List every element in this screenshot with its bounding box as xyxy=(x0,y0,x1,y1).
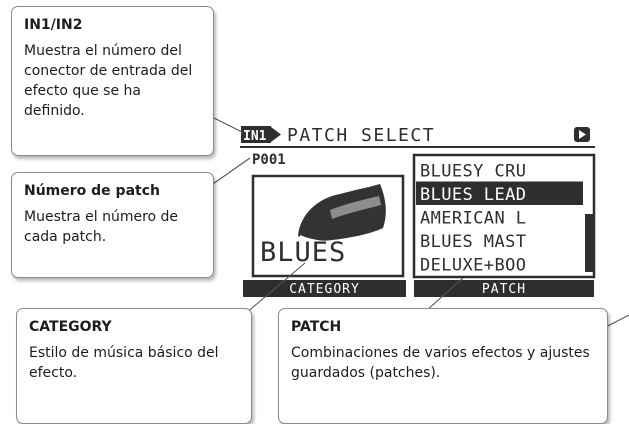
category-label-bar xyxy=(243,280,406,297)
callout-category: CATEGORY Estilo de música básico del efe… xyxy=(16,308,252,424)
callout-category-body: Estilo de música básico del efecto. xyxy=(29,345,219,381)
callout-category-title: CATEGORY xyxy=(29,319,112,335)
input-indicator-box xyxy=(241,126,271,143)
patch-list-item[interactable]: BLUESY CRU xyxy=(420,162,526,182)
category-label: CATEGORY xyxy=(289,282,360,297)
patch-label: PATCH xyxy=(482,282,526,297)
callout-patch-number-body: Muestra el número de cada patch. xyxy=(24,209,179,245)
patch-list: BLUESY CRU BLUES LEAD AMERICAN L BLUES MAST… xyxy=(416,162,583,276)
callout-in-body: Muestra el número del conector de entrad… xyxy=(24,43,193,119)
patch-list-item[interactable]: AMERICAN L xyxy=(420,209,526,229)
patch-list-item[interactable]: BLUES MAST xyxy=(420,232,526,252)
patch-list-item[interactable]: DELUXE+BOO xyxy=(420,256,526,276)
patch-list-item-label: BLUES LEAD xyxy=(420,185,526,205)
callout-patch-body: Combinaciones de varios efectos y ajuste… xyxy=(291,345,590,381)
patch-list-frame xyxy=(412,153,596,279)
diagram-canvas: IN1 PATCH SELECT P001 BLUES CATEGORY BLU… xyxy=(209,115,629,331)
category-image-text: BLUES xyxy=(260,237,346,268)
callout-patch-title: PATCH xyxy=(291,319,342,335)
patch-list-item-highlight xyxy=(416,181,583,205)
lcd-header-title: PATCH SELECT xyxy=(287,125,435,146)
patch-scrollbar-thumb xyxy=(585,214,593,272)
lcd-patch-number: P001 xyxy=(252,152,286,168)
callout-patch: PATCH Combinaciones de varios efectos y … xyxy=(278,308,608,424)
next-page-icon xyxy=(579,130,586,139)
lcd-screen: IN1 PATCH SELECT P001 BLUES CATEGORY BLU… xyxy=(240,123,596,297)
callout-patch-number-title: Número de patch xyxy=(24,183,160,199)
input-indicator-text: IN1 xyxy=(243,129,267,144)
hat-icon xyxy=(298,184,390,244)
patch-list-item[interactable]: BLUES LEAD xyxy=(416,181,583,206)
callout-in: IN1/IN2 Muestra el número del conector d… xyxy=(11,6,214,156)
leader-patch-number xyxy=(209,157,251,187)
lcd-header-bar xyxy=(240,123,595,145)
patch-list-item-label: BLUES MAST xyxy=(420,232,526,252)
patch-list-item-label: AMERICAN L xyxy=(420,209,526,229)
callout-in-title: IN1/IN2 xyxy=(24,17,83,33)
patch-label-bar xyxy=(414,280,594,297)
callout-patch-number: Número de patch Muestra el número de cad… xyxy=(11,172,214,278)
patch-list-item-label: BLUESY CRU xyxy=(420,162,526,182)
leader-in xyxy=(209,115,245,134)
patch-list-item-label: DELUXE+BOO xyxy=(420,256,526,276)
input-arrow-icon xyxy=(271,127,281,142)
